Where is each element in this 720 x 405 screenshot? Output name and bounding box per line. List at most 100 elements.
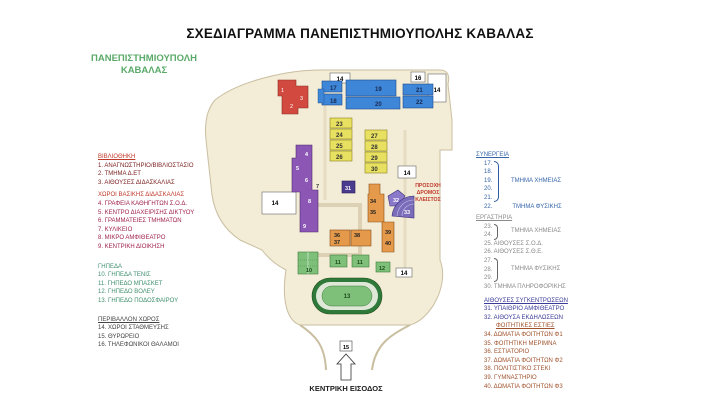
map-label: 22 — [416, 100, 423, 106]
parking-area: 14 — [395, 267, 413, 278]
map-label: 14 — [404, 171, 411, 177]
map-label: 4 — [305, 152, 309, 158]
map-label: 11 — [357, 260, 363, 266]
map-label: 2 — [290, 104, 293, 110]
legend-item: 38. ΠΟΛΙΤΙΣΤΙΚΟ ΣΤΕΚΙ — [484, 366, 551, 373]
legend-heading-student: ΦΟΙΤΗΤΙΚΕΣ ΕΣΤΙΕΣ — [496, 323, 555, 330]
legend-item: 6. ΓΡΑΜΜΑΤΕΙΕΣ ΤΜΗΜΑΤΩΝ — [98, 218, 182, 225]
map-label: 28 — [371, 145, 378, 151]
legend-item: 34. ΔΩΜΑΤΙΑ ΦΟΙΤΗΤΩΝ Φ1 — [484, 331, 563, 338]
map-label: 16 — [415, 76, 422, 82]
legend-item: 5. ΚΕΝΤΡΟ ΔΙΑΧΕΙΡΙΣΗΣ ΔΙΚΤΥΟΥ — [98, 209, 195, 216]
map-label: 11 — [335, 260, 341, 266]
road-closed-warning: ΠΡΟΣΟΧΗ ΔΡΟΜΟΣ ΚΛΕΙΣΤΟΣ — [415, 183, 441, 203]
warning-line: ΚΛΕΙΣΤΟΣ — [415, 197, 440, 203]
map-label: 14 — [434, 88, 441, 94]
map-label: 20 — [375, 102, 382, 108]
warning-line: ΠΡΟΣΟΧΗ — [415, 183, 441, 189]
map-label: 13 — [344, 294, 351, 300]
teaching-building: 4 5 6 7 8 9 — [291, 144, 319, 233]
legend-item: 25. ΑΙΘΟΥΣΕΣ Σ.Ο.Δ. — [484, 240, 543, 247]
basketball-courts: 11 11 — [329, 254, 370, 268]
campus-label-line2: ΚΑΒΑΛΑΣ — [120, 65, 168, 76]
legend-item: 15. ΘΥΡΩΡΕΙΟ — [98, 333, 140, 340]
legend-num: 22. — [484, 203, 493, 210]
map-label: 24 — [336, 133, 343, 139]
legend-num: 23. — [484, 223, 493, 230]
legend-num: 27. — [484, 257, 493, 264]
map-label: 32 — [393, 198, 399, 204]
legend-num: 28. — [484, 266, 493, 273]
campus-label: ΠΑΝΕΠΙΣΤΗΜΙΟΥΠΟΛΗ ΚΑΒΑΛΑΣ — [84, 53, 204, 77]
legend-num: 17. — [484, 160, 493, 167]
legend-group-label: ΤΜΗΜΑ ΦΥΣΙΚΗΣ — [511, 265, 561, 272]
legend-num: 19. — [484, 177, 493, 184]
entrance-road — [299, 324, 411, 371]
map-label: 12 — [379, 266, 385, 272]
legend-item: 10. ΓΗΠΕΔΑ ΤΕΝΙΣ — [98, 272, 151, 279]
map-label: 26 — [336, 155, 343, 161]
legend-item: 31. ΥΠΑΙΘΡΙΟ ΑΜΦΙΘΕΑΤΡΟ — [484, 306, 565, 313]
legend-heading-events: ΑΙΘΟΥΣΕΣ ΣΥΓΚΕΝΤΡΩΣΕΩΝ — [484, 297, 568, 304]
legend-heading-teaching: ΧΩΡΟΙ ΒΑΣΙΚΗΣ ΔΙΔΑΣΚΑΛΙΑΣ — [98, 192, 185, 199]
map-label: 21 — [416, 88, 423, 94]
legend-item: 9. ΚΕΝΤΡΙΚΗ ΔΙΟΙΚΗΣΗ — [98, 243, 165, 250]
map-label: 34 — [370, 199, 377, 205]
legend-item: 14. ΧΩΡΟΙ ΣΤΑΘΜΕΥΣΗΣ — [98, 325, 169, 332]
entrance-label: ΚΕΝΤΡΙΚΗ ΕΙΣΟΔΟΣ — [309, 384, 383, 393]
entrance-arrow-icon — [336, 353, 356, 381]
legend-group-label: ΤΜΗΜΑ ΧΗΜΕΙΑΣ — [511, 227, 562, 234]
brace-icon — [494, 160, 499, 202]
map-label: 3 — [300, 96, 303, 102]
workshop-buildings: 17 18 19 20 21 22 — [317, 79, 434, 110]
library-building: 1 2 3 — [277, 79, 309, 115]
brace-icon — [494, 223, 498, 240]
student-housing: 34 35 36 37 38 39 40 — [329, 183, 395, 253]
legend-num: 18. — [484, 169, 493, 176]
campus-ground — [205, 69, 453, 326]
legend-item: 1. ΑΝΑΓΝΩΣΤΗΡΙΟ/ΒΙΒΛΙΟΣΤΑΣΙΟ — [98, 162, 194, 169]
map-label: 1 — [281, 88, 284, 94]
event-hall: 31 — [341, 180, 356, 194]
page-title: ΣΧΕΔΙΑΓΡΑΜΜΑ ΠΑΝΕΠΙΣΤΗΜΙΟΥΠΟΛΗΣ ΚΑΒΑΛΑΣ — [186, 26, 534, 41]
amphitheatre: 33 — [391, 195, 415, 219]
campus-label-line1: ΠΑΝΕΠΙΣΤΗΜΙΟΥΠΟΛΗ — [91, 53, 197, 64]
map-label: 33 — [404, 210, 410, 216]
warning-line: ΔΡΟΜΟΣ — [417, 190, 440, 196]
building-16: 16 — [410, 71, 426, 83]
legend-item: 16. ΤΗΛΕΦΩΝΙΚΟΙ ΘΑΛΑΜΟΙ — [98, 342, 179, 349]
lab-buildings: 23 24 25 26 27 28 29 30 — [329, 117, 388, 174]
legend-heading-synergeia: ΣΥΝΕΡΓΕΙΑ — [476, 152, 510, 158]
map-label: 29 — [371, 156, 378, 162]
legend-num: 21. — [484, 194, 493, 201]
legend-item: 26. ΑΙΘΟΥΣΕΣ Σ.Θ.Ε. — [484, 249, 543, 256]
legend-item: 40. ΔΩΜΑΤΙΑ ΦΟΙΤΗΤΩΝ Φ3 — [484, 383, 563, 390]
map-label: 39 — [385, 230, 391, 236]
legend-heading-library: ΒΙΒΛΙΟΘΗΚΗ — [98, 154, 136, 160]
map-label: 5 — [296, 166, 299, 172]
legend-item: 4. ΓΡΑΦΕΙΑ ΚΑΘΗΓΗΤΩΝ Σ.Ο.Δ. — [98, 200, 188, 207]
map-label: 14 — [337, 77, 344, 83]
map-label: 27 — [371, 134, 378, 140]
legend-item: 11. ΓΗΠΕΔΟ ΜΠΑΣΚΕΤ — [98, 280, 163, 287]
map-label: 10 — [306, 268, 312, 274]
legend-item: 13. ΓΗΠΕΔΟ ΠΟΔΟΣΦΑΙΡΟΥ — [98, 297, 179, 304]
map-label: 40 — [385, 241, 391, 247]
map-label: 17 — [330, 86, 337, 92]
map-label: 19 — [375, 87, 382, 93]
map-label: 38 — [354, 233, 360, 239]
map-label: 14 — [272, 201, 279, 207]
map-label: 15 — [343, 345, 349, 351]
volleyball-court: 12 — [375, 261, 391, 273]
legend-item: 8. ΜΙΚΡΟ ΑΜΦΙΘΕΑΤΡΟ — [98, 235, 166, 242]
legend-right: ΣΥΝΕΡΓΕΙΑ 17. 18. 19. 20. 21. ΤΜΗΜΑ ΧΗΜΕ… — [476, 151, 611, 391]
legend-item: 35. ΦΟΙΤΗΤΙΚΗ ΜΕΡΙΜΝΑ — [484, 340, 557, 347]
legend-num: 29. — [484, 275, 493, 282]
map-label: 9 — [303, 224, 306, 230]
legend-heading-courts: ΓΗΠΕΔΑ — [98, 263, 122, 270]
football-field: 13 — [311, 277, 383, 315]
legend-item: 12. ΓΗΠΕΔΟ ΒΟΛΕΥ — [98, 289, 155, 296]
legend-heading-surroundings: ΠΕΡΙΒΑΛΛΟΝ ΧΩΡΟΣ — [98, 316, 160, 323]
map-label: 31 — [345, 186, 351, 192]
